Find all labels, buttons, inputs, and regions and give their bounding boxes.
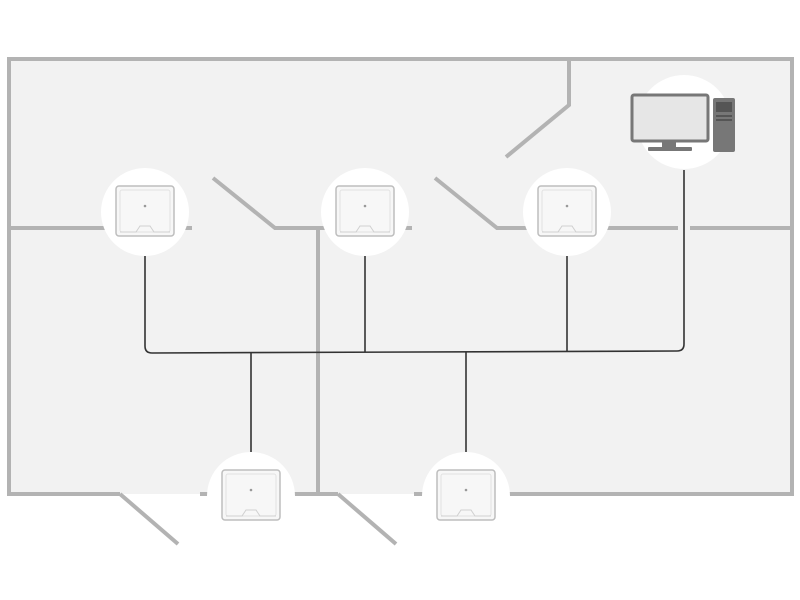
- computer-node[interactable]: [630, 75, 735, 169]
- door-middle: [336, 492, 398, 546]
- access-point-icon: [335, 185, 395, 237]
- ap-5-node[interactable]: [422, 452, 510, 540]
- access-point-icon: [436, 469, 496, 521]
- access-point-icon: [537, 185, 597, 237]
- inner-wall-top: [504, 59, 571, 159]
- ap-1-node[interactable]: [101, 168, 189, 256]
- ap-4-node[interactable]: [207, 452, 295, 540]
- cables: [144, 170, 685, 452]
- desktop-computer-icon: [630, 93, 735, 152]
- access-point-icon: [115, 185, 175, 237]
- ap-3-node[interactable]: [523, 168, 611, 256]
- door-left: [118, 492, 180, 546]
- access-point-icon: [221, 469, 281, 521]
- ap-2-node[interactable]: [321, 168, 409, 256]
